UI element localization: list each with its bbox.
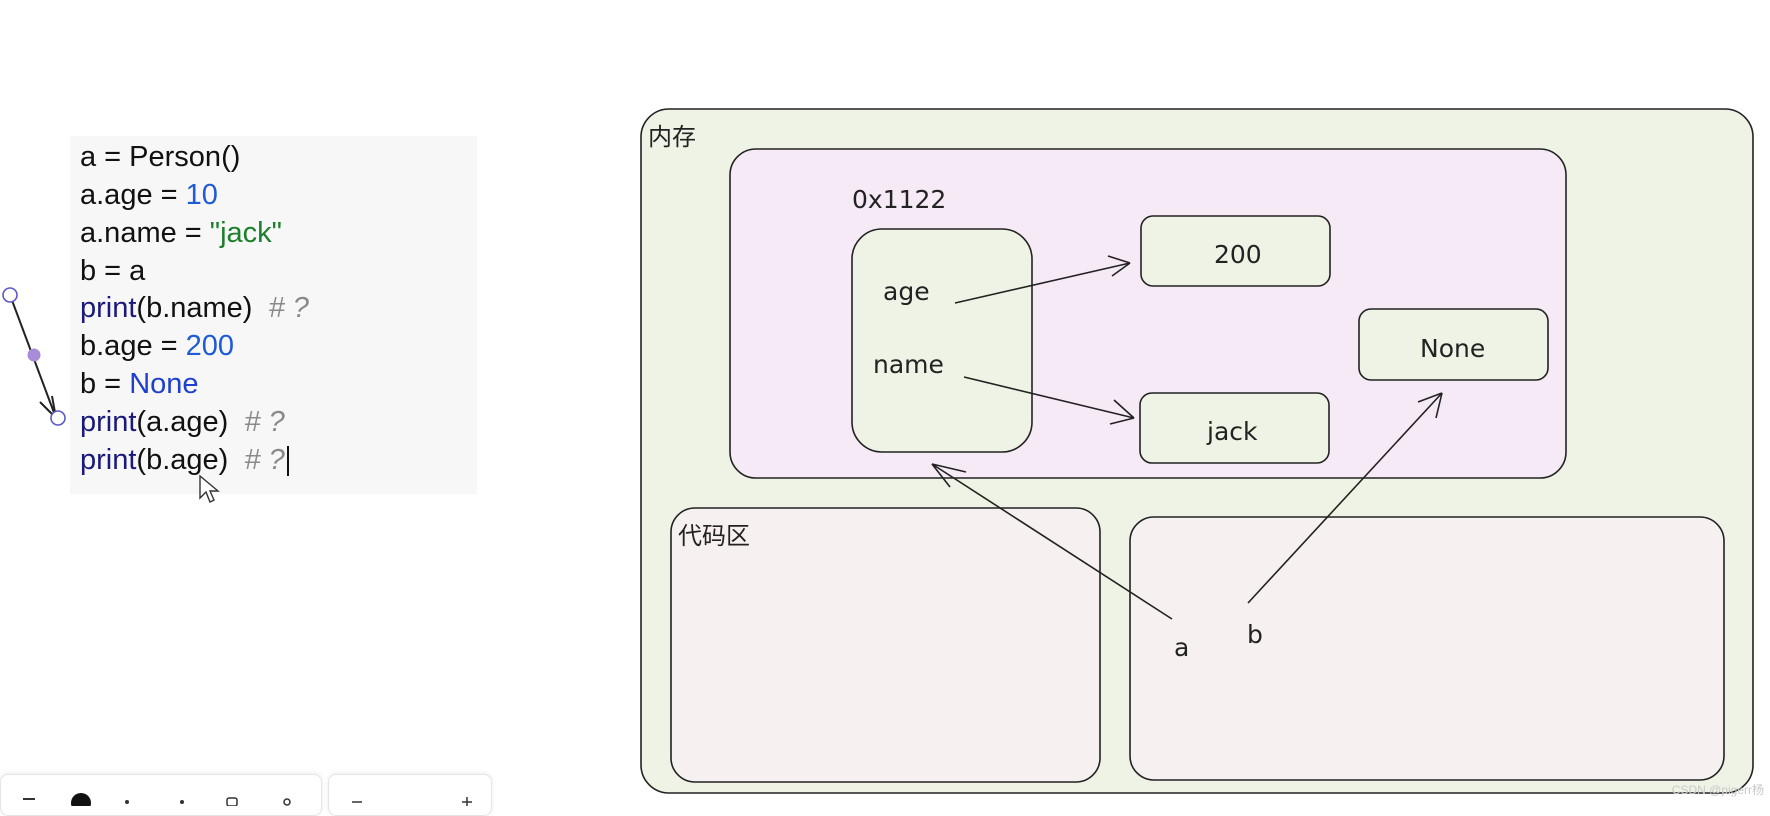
code-token: (b.name) xyxy=(136,292,269,324)
code-line: print(b.name) # ? xyxy=(80,289,309,327)
value-box-jack xyxy=(1139,392,1330,464)
code-token: print xyxy=(80,406,137,438)
stack-area-box xyxy=(1129,516,1725,781)
code-line: a = Person() xyxy=(80,138,240,176)
arrow-a-to-object xyxy=(931,463,1173,620)
code-line: b = a xyxy=(80,252,145,290)
arrow-name-to-jack xyxy=(963,376,1135,425)
attr-age-label: age xyxy=(883,277,930,306)
code-area-label: 代码区 xyxy=(678,522,750,550)
menu-icon[interactable] xyxy=(22,792,36,806)
code-token: None xyxy=(129,368,199,400)
info-icon[interactable] xyxy=(70,792,91,813)
code-token: 10 xyxy=(185,179,218,211)
code-token: a.age = xyxy=(80,179,186,211)
code-token: 200 xyxy=(185,330,235,362)
bottom-toolbar xyxy=(0,770,492,816)
code-token: (a.age) xyxy=(136,406,245,438)
code-line: print(b.age) # ? xyxy=(80,441,289,479)
value-jack-label: jack xyxy=(1206,417,1258,446)
code-token: b = a xyxy=(80,255,146,287)
memory-label: 内存 xyxy=(648,123,696,151)
code-token: b.age = xyxy=(80,330,186,362)
object-address: 0x1122 xyxy=(852,185,946,214)
arrow-age-to-200 xyxy=(954,255,1131,304)
object-box xyxy=(851,228,1033,453)
zoom-out-icon[interactable] xyxy=(350,792,364,806)
note-tool-icon[interactable] xyxy=(225,792,239,807)
value-200-label: 200 xyxy=(1214,240,1262,269)
code-token: (b.age) xyxy=(136,444,245,476)
attr-name-label: name xyxy=(873,350,944,379)
link-tool-icon[interactable] xyxy=(280,792,294,806)
code-token: b = xyxy=(80,368,130,400)
zoom-in-icon[interactable] xyxy=(460,792,474,806)
value-none-label: None xyxy=(1420,334,1485,363)
mouse-pointer-icon xyxy=(199,474,220,503)
value-box-200 xyxy=(1140,215,1331,287)
toolbar-group-tools xyxy=(0,774,322,816)
watermark: CSDN @pigerr杨 xyxy=(1671,783,1764,797)
arrow-b-to-none xyxy=(1247,392,1443,604)
shape-tool-icon[interactable] xyxy=(175,792,189,806)
code-token: # ? xyxy=(244,444,285,476)
code-token: print xyxy=(80,444,137,476)
code-line: b.age = 200 xyxy=(80,327,234,365)
text-caret xyxy=(286,446,289,477)
value-box-none xyxy=(1358,308,1549,381)
pen-tool-icon[interactable] xyxy=(120,792,134,806)
code-line: b = None xyxy=(80,365,199,403)
code-token: # ? xyxy=(244,406,285,438)
code-token: # ? xyxy=(268,292,309,324)
code-line: print(a.age) # ? xyxy=(80,403,285,441)
code-area-box xyxy=(670,507,1101,783)
code-token: print xyxy=(80,292,137,324)
code-token: "jack" xyxy=(209,217,282,249)
code-line: a.age = 10 xyxy=(80,176,218,214)
pen-annotation xyxy=(2,287,66,426)
var-a-label: a xyxy=(1174,633,1189,662)
var-b-label: b xyxy=(1247,620,1263,649)
code-token: a = Person() xyxy=(80,141,241,173)
code-line: a.name = "jack" xyxy=(80,214,282,252)
code-token: a.name = xyxy=(80,217,210,249)
